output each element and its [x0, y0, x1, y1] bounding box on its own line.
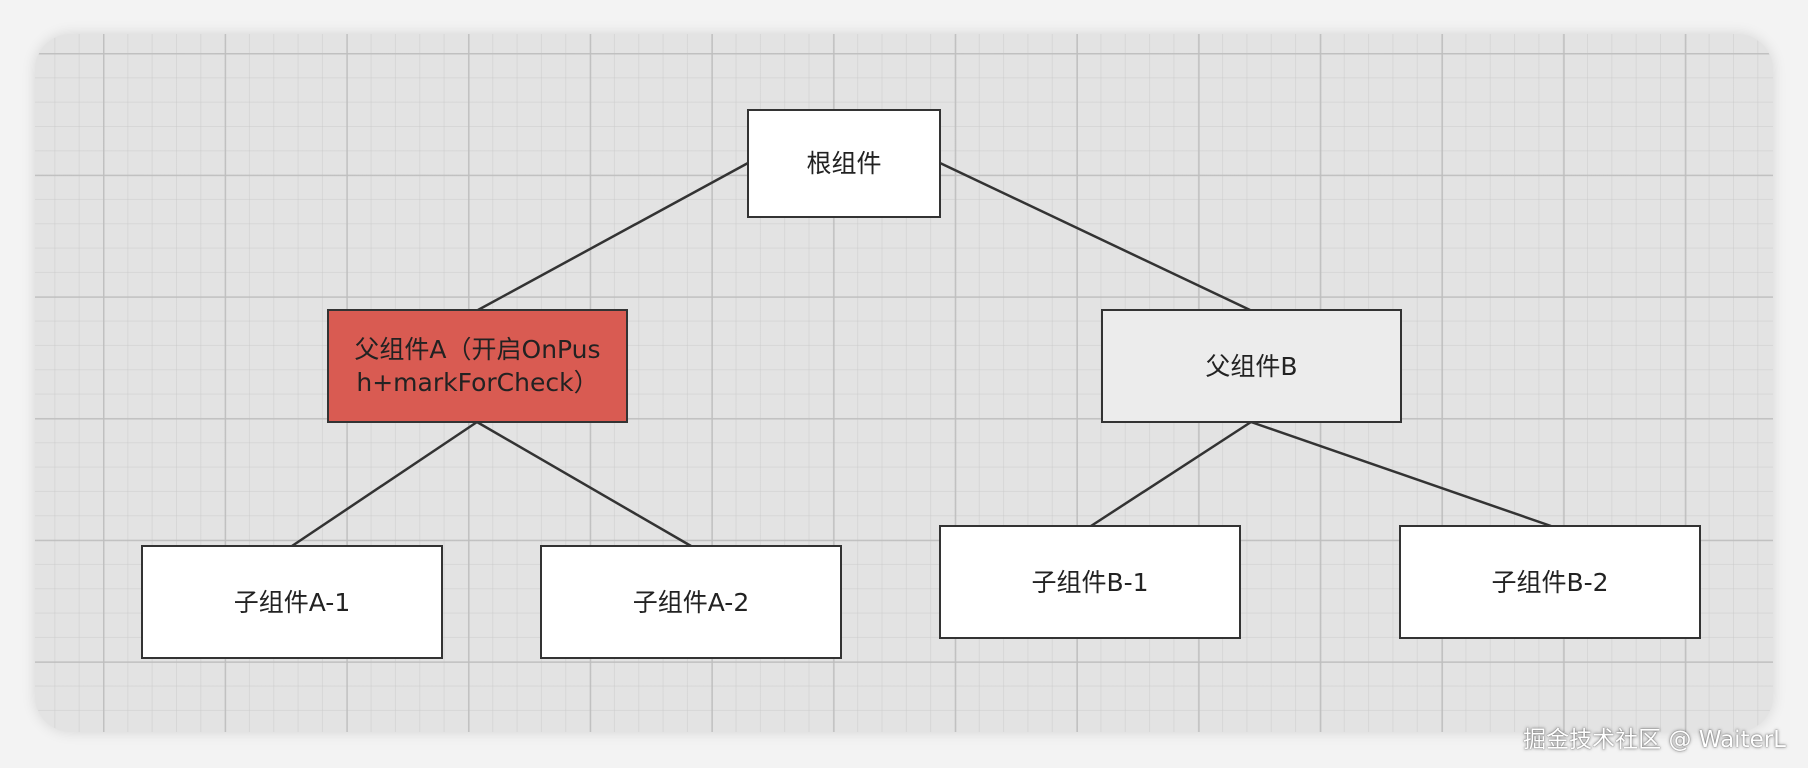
edge-parent-b-child-b1 — [1090, 420, 1252, 528]
node-child-b1: 子组件B-1 — [939, 525, 1241, 639]
node-child-a1: 子组件A-1 — [141, 545, 443, 659]
node-root-label: 根组件 — [806, 149, 882, 178]
node-child-a1-label: 子组件A-1 — [233, 587, 351, 617]
node-parent-a-label: 父组件A（开启OnPush+markForCheck） — [354, 335, 601, 397]
edge-parent-a-child-a1 — [291, 420, 478, 548]
edge-parent-b-child-b2 — [1250, 420, 1552, 528]
node-child-b1-label: 子组件B-1 — [1031, 567, 1149, 597]
node-child-b2-label: 子组件B-2 — [1491, 567, 1609, 597]
watermark: 掘金技术社区 @ WaiterL — [1523, 727, 1786, 753]
node-parent-a: 父组件A（开启OnPush+markForCheck） — [327, 309, 628, 423]
node-parent-b: 父组件B — [1101, 309, 1402, 423]
edge-root-parent-b — [939, 161, 1251, 312]
node-parent-b-label: 父组件B — [1205, 351, 1298, 381]
node-child-b2: 子组件B-2 — [1399, 525, 1701, 639]
edge-parent-a-child-a2 — [476, 420, 692, 548]
node-child-a2: 子组件A-2 — [540, 545, 842, 659]
edge-root-parent-a — [477, 161, 749, 312]
node-root: 根组件 — [747, 109, 941, 218]
node-child-a2-label: 子组件A-2 — [632, 587, 750, 617]
